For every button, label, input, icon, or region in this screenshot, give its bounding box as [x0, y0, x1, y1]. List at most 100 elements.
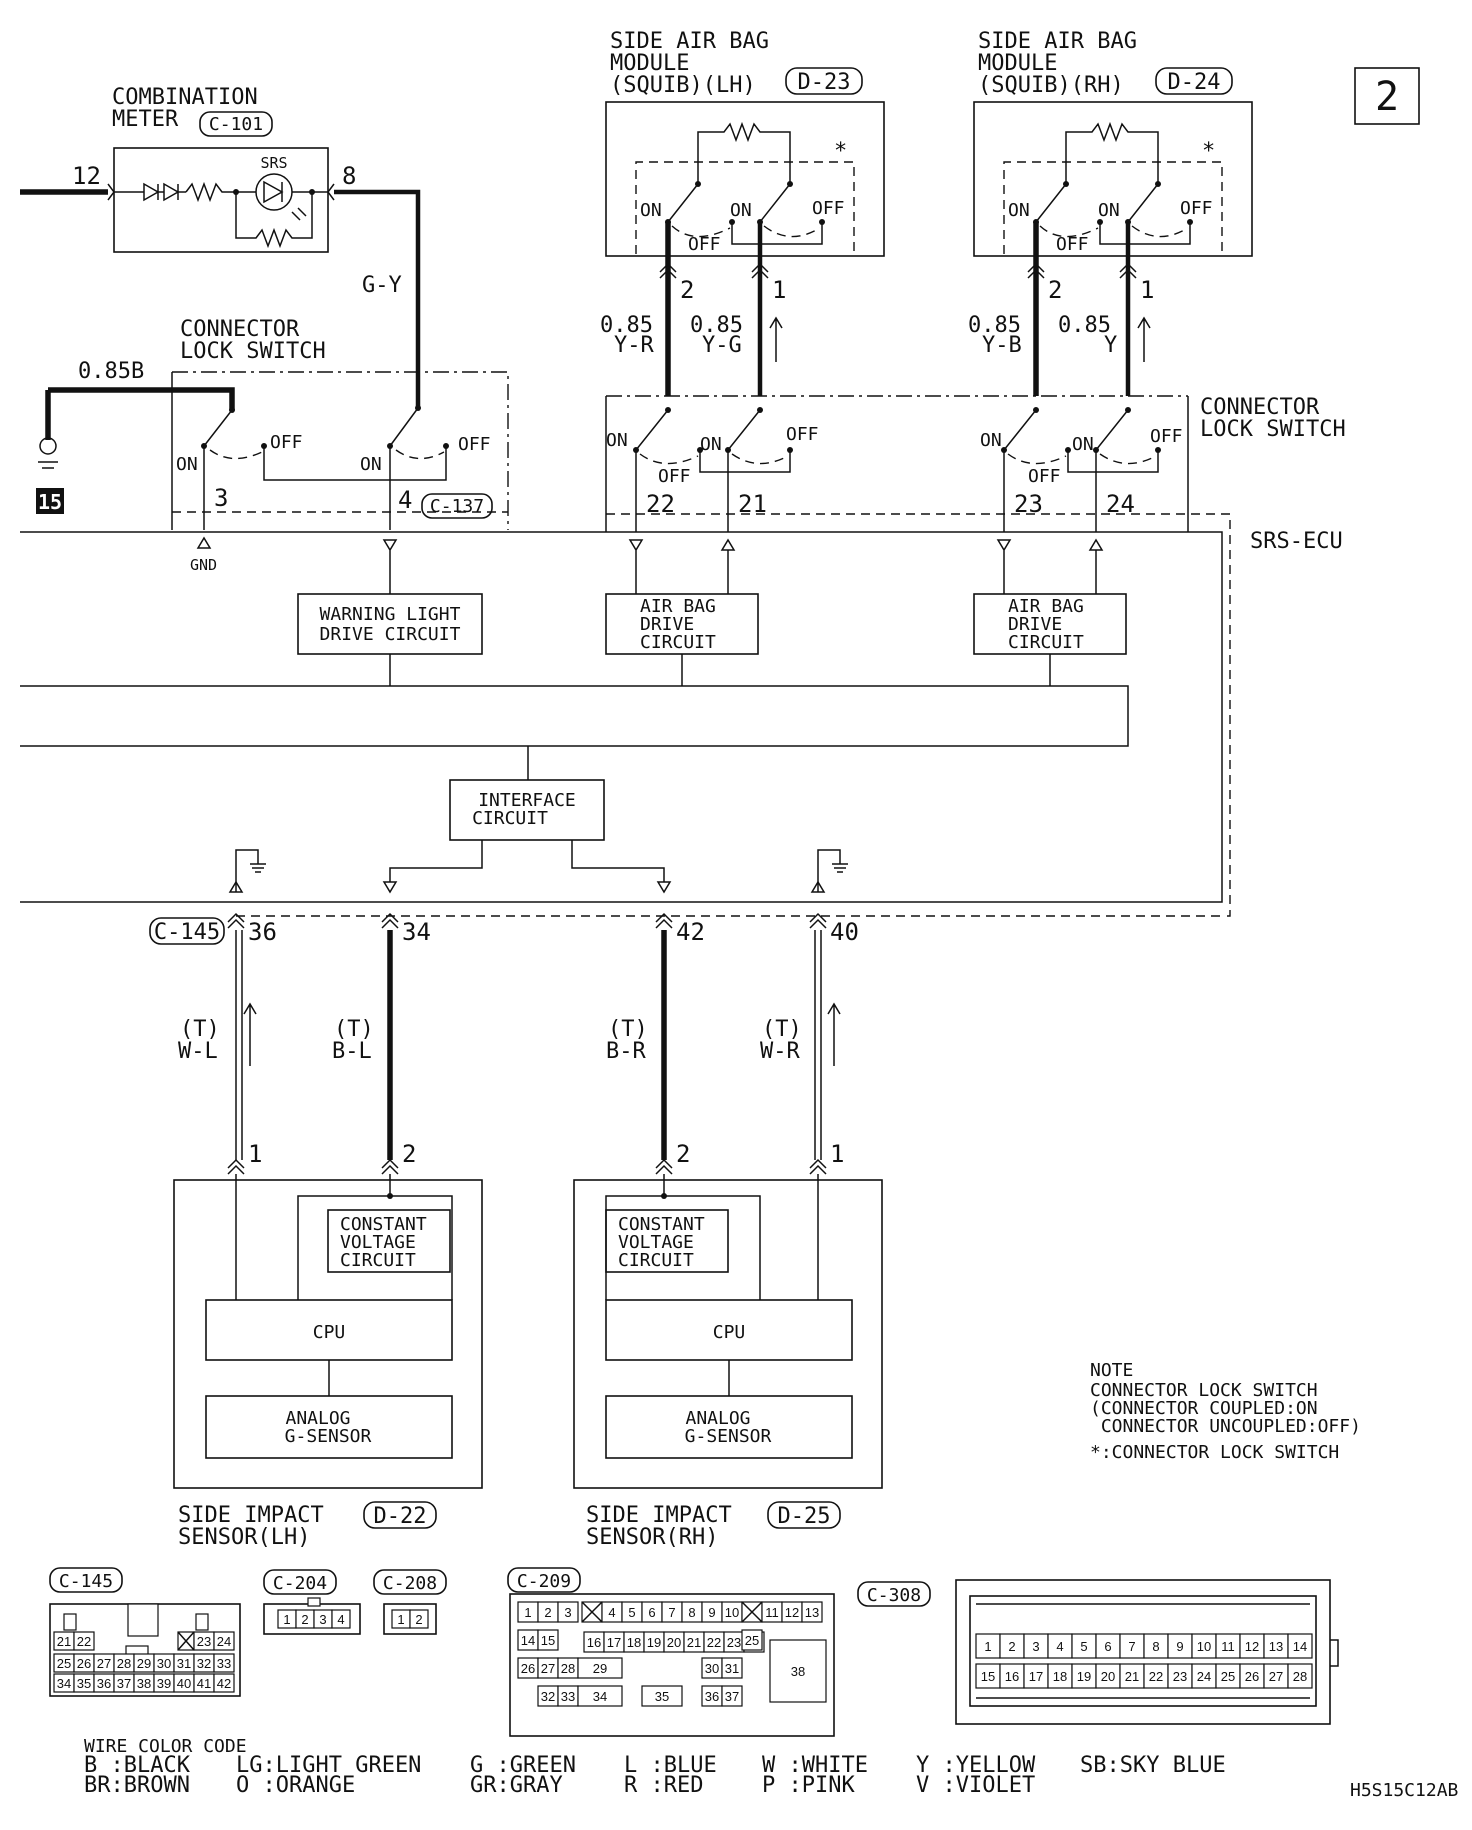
analog-rh-line1: ANALOG: [685, 1408, 750, 1429]
c209-row3-pin: 31: [725, 1661, 739, 1676]
analog-rh-line2: G-SENSOR: [685, 1426, 772, 1447]
c308-row2-pin: 15: [981, 1669, 995, 1684]
connector-c101: C-101: [209, 114, 263, 135]
c308-tag: [857, 1581, 931, 1607]
c308-latch: [1330, 1639, 1339, 1667]
c308-rail: [976, 1603, 1310, 1699]
c308-row2-cell: [1191, 1663, 1217, 1689]
c208-tag: [373, 1569, 447, 1595]
analog-lh-line2: G-SENSOR: [285, 1426, 372, 1447]
c308-row2-pin: 16: [1005, 1669, 1019, 1684]
note-title: NOTE: [1090, 1360, 1133, 1381]
c308-row2-pin: 25: [1221, 1669, 1235, 1684]
c308-row2-cell: [1095, 1663, 1121, 1689]
c209-row4-pin: 36: [705, 1689, 719, 1704]
note-line2: CONNECTOR LOCK SWITCH: [1090, 1380, 1318, 1401]
srs-ecu: SRS-ECU GND WARNING LIGHT DRIVE CIRCUIT …: [20, 529, 1343, 917]
c209-row2-pin: 22: [707, 1635, 721, 1650]
connector-d23-tag: [785, 67, 863, 95]
c145-row3-pin: 37: [117, 1676, 131, 1691]
ground-number-box: [36, 488, 64, 514]
airbag-rh-pin-2: 2: [1048, 276, 1062, 304]
lock-switch-pin-22: 22: [646, 490, 675, 518]
side-airbag-module-lh: SIDE AIR BAG MODULE (SQUIB)(LH) D-23 * O…: [600, 29, 885, 396]
air-bag-drive-lh-line1: AIR BAG: [640, 596, 716, 617]
c308-row2-pin: 24: [1197, 1669, 1211, 1684]
airbag-rh-title-2: MODULE: [978, 51, 1057, 76]
c308-row2-pin: 18: [1053, 1669, 1067, 1684]
wire-w-r: W-R: [760, 1039, 800, 1064]
airbag-lh-title-2: MODULE: [610, 51, 689, 76]
analog-g-sensor-rh: [605, 1395, 853, 1459]
switch-left-off: OFF: [270, 432, 303, 453]
c209-blank-x: [741, 1601, 763, 1623]
c145-row1-pin: 23: [197, 1634, 211, 1649]
c308-row2-pin: 27: [1269, 1669, 1283, 1684]
side-impact-sensor-lh: 1 2 CONSTANT VOLTAGE CIRCUIT CPU ANALOG …: [173, 1140, 483, 1550]
color-code-g: G :GREEN: [470, 1753, 576, 1778]
c308-row2-cell: [1047, 1663, 1073, 1689]
airbag-lh-wire1-size: 0.85: [690, 313, 743, 338]
airbag-rh-wire2-size: 0.85: [968, 313, 1021, 338]
c209-label: C-209: [517, 1571, 571, 1592]
srs-lamp-label: SRS: [260, 154, 287, 172]
c308-row2-cell: [1239, 1663, 1265, 1689]
connector-c137-tag: [421, 493, 493, 519]
switch-right-on: ON: [360, 454, 382, 475]
interface-line1: INTERFACE: [478, 790, 576, 811]
c145-row3-pin: 36: [97, 1676, 111, 1691]
drawing-code: H5S15C12AB: [1350, 1780, 1458, 1801]
c145-blank-x: [177, 1631, 195, 1651]
wire-w-l-tag: (T): [180, 1017, 220, 1042]
svg-text:ON: ON: [606, 430, 628, 451]
c308-row2-pin: 17: [1029, 1669, 1043, 1684]
c209-row3-pin: 29: [593, 1661, 607, 1676]
c209-row2-pin: 25: [745, 1633, 759, 1648]
c308-row2-cell: [999, 1663, 1025, 1689]
note-line3: (CONNECTOR COUPLED:ON: [1090, 1398, 1318, 1419]
svg-text:ON: ON: [730, 200, 752, 221]
current-arrow-icon: [243, 1002, 257, 1066]
c145-row3-pin: 40: [177, 1676, 191, 1691]
c145-row2-pin: 30: [157, 1656, 171, 1671]
c308-row2-cell: [975, 1663, 1001, 1689]
c308-row1-cell: [1191, 1633, 1217, 1659]
svg-text:OFF: OFF: [786, 424, 819, 445]
lock-switch-pin-3: 3: [214, 484, 228, 512]
c204-pin: 1: [283, 1612, 290, 1627]
meter-pin-8: 8: [342, 162, 356, 190]
c209-row1-pin: 11: [765, 1605, 779, 1620]
analog-g-sensor-lh: [205, 1395, 453, 1459]
c308-row1-cell: [1287, 1633, 1313, 1659]
cvc-rh-line3: CIRCUIT: [618, 1250, 694, 1271]
combination-meter-title-2: METER: [112, 107, 179, 132]
c204-pin: 4: [337, 1612, 344, 1627]
color-code-lg: LG:LIGHT GREEN: [236, 1753, 421, 1778]
c209-row3-pin: 30: [705, 1661, 719, 1676]
analog-lh-line1: ANALOG: [285, 1408, 350, 1429]
sensor-rh-pin-2: 2: [676, 1140, 690, 1168]
lock-switch-pin-21: 21: [738, 490, 767, 518]
current-arrow-icon: [769, 316, 783, 362]
c209-row2-pin: 15: [541, 1633, 555, 1648]
connector-d24: D-24: [1168, 70, 1221, 95]
color-code-br: BR:BROWN: [84, 1773, 190, 1798]
c145-row2-pin: 28: [117, 1656, 131, 1671]
airbag-lh-wire2-color: Y-R: [614, 333, 654, 358]
c308-row2-pin: 23: [1173, 1669, 1187, 1684]
c209-row2-pin: 16: [587, 1635, 601, 1650]
c308-row1-cell: [1023, 1633, 1049, 1659]
svg-text:OFF: OFF: [1056, 234, 1089, 255]
c209-row2-pin: 20: [667, 1635, 681, 1650]
wire-w-l: W-L: [178, 1039, 218, 1064]
airbag-rh-box: [973, 101, 1253, 257]
c145-row1-cell: [73, 1631, 95, 1651]
wire-color-code-title: WIRE COLOR CODE: [84, 1736, 247, 1757]
c209-row4-pin: 33: [561, 1689, 575, 1704]
connector-lock-switch-right: CONNECTOR LOCK SWITCH ON ON OFF OFF ON O…: [605, 395, 1346, 917]
c308-row2-pin: 28: [1293, 1669, 1307, 1684]
c145-key: [127, 1603, 159, 1637]
sensor-rh-pin-1: 1: [830, 1140, 844, 1168]
c308-row2-pin: 19: [1077, 1669, 1091, 1684]
